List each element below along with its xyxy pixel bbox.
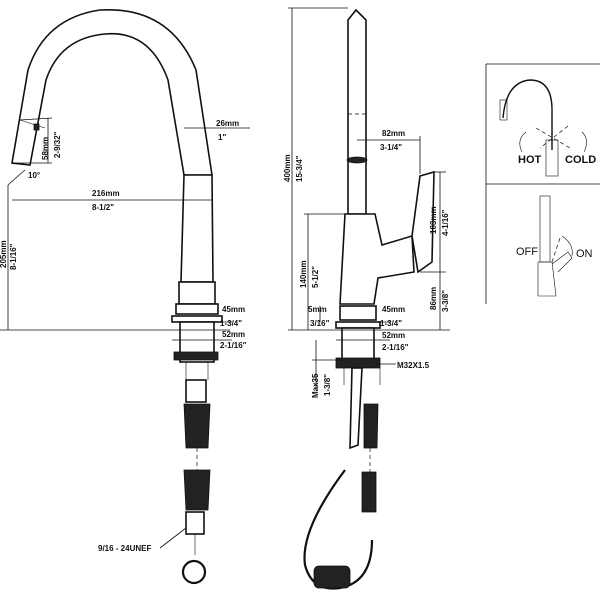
label-spray-angle: 10°: [28, 171, 40, 180]
side-lever: [411, 170, 435, 274]
side-braided-hose-top: [363, 403, 379, 449]
label-flange-dia-mm: 52mm: [222, 330, 245, 339]
front-flange: [171, 315, 223, 323]
side-spout: [347, 8, 367, 215]
label-flange-dia-in: 2-1/16": [220, 341, 247, 350]
side-view: [288, 7, 450, 590]
label-body-height-mm: 140mm: [299, 260, 308, 288]
front-view-labels: 58mm 2-9/32" 10° 26mm 1" 216mm 8-1/2" 20…: [0, 119, 247, 553]
label-base-dia-in: 1-3/4": [220, 319, 242, 328]
front-braided-hose-bottom: [183, 469, 211, 511]
legend-labels: HOT COLD OFF ON: [516, 154, 596, 260]
label-lever-height-in: 4-1/16": [441, 209, 450, 236]
spray-button: [33, 123, 40, 131]
front-body: [180, 174, 214, 283]
label-plate-in: 3/16": [310, 319, 330, 328]
arrow-on-off: [561, 235, 573, 257]
mini-lever-on: [551, 251, 573, 273]
mini-lever-cold: [539, 125, 569, 149]
front-nut: [173, 351, 219, 361]
mini-head-1: [499, 99, 508, 121]
side-shank: [341, 327, 375, 361]
label-left-height-mm: 205mm: [0, 240, 8, 268]
label-plate-mm: 5mm: [308, 305, 327, 314]
mini-body-2: [537, 261, 557, 297]
label-lever-offset-mm: 82mm: [382, 129, 405, 138]
label-base-dia-mm: 45mm: [222, 305, 245, 314]
side-braided-hose-bottom: [361, 471, 377, 513]
label-deck-max-in: 1-3/8": [323, 374, 332, 396]
front-collar: [175, 303, 219, 315]
side-collar: [339, 305, 377, 321]
arrow-hot: [519, 131, 527, 153]
label-cold: COLD: [565, 154, 596, 166]
side-flange: [335, 321, 381, 329]
label-spout-width-mm: 26mm: [216, 119, 239, 128]
mini-body-1: [545, 139, 559, 177]
label-side-flange-dia-mm: 52mm: [382, 331, 405, 340]
mini-lever-off: [551, 237, 561, 263]
mini-spout-1: [502, 79, 553, 150]
label-deck-max-mm: Max35: [311, 373, 320, 398]
angle-arc: [7, 169, 26, 186]
label-lever-offset-in: 3-1/4": [380, 143, 402, 152]
label-thread: M32X1.5: [397, 361, 430, 370]
label-spout-width-in: 1": [218, 133, 226, 142]
mini-spout-2: [539, 195, 551, 263]
label-left-height-in: 8-1/16": [9, 243, 18, 270]
label-reach-in: 8-1/2": [92, 203, 114, 212]
side-pull-hose: [349, 367, 363, 450]
label-head-height-in: 2-9/32": [53, 131, 62, 158]
spray-head-joint: [19, 119, 46, 129]
side-nut: [335, 357, 381, 369]
operation-legend: [485, 63, 600, 304]
front-spout: [11, 9, 213, 176]
front-view: [0, 9, 250, 585]
label-on: ON: [576, 248, 593, 260]
dim-head-top: [19, 117, 53, 121]
mini-lever-hot: [535, 127, 571, 149]
label-lever-height-mm: 103mm: [429, 206, 438, 234]
label-total-height-mm: 400mm: [283, 154, 292, 182]
label-side-flange-dia-in: 2-1/16": [382, 343, 409, 352]
side-hose-weight: [313, 565, 351, 589]
front-base: [178, 281, 216, 305]
arrow-cold: [581, 131, 587, 153]
side-body: [339, 213, 415, 305]
label-total-height-in: 15-3/4": [295, 155, 304, 182]
label-reach-mm: 216mm: [92, 189, 120, 198]
label-lever-base-mm: 86mm: [429, 287, 438, 310]
front-hose-fitting-top: [185, 379, 207, 403]
label-head-height-mm: 58mm: [41, 137, 50, 160]
label-hot: HOT: [518, 154, 542, 166]
label-side-base-dia-mm: 45mm: [382, 305, 405, 314]
front-braided-hose-top: [183, 403, 211, 449]
label-side-base-dia-in: 1-3/4": [380, 319, 402, 328]
side-view-labels: 400mm 15-3/4" 82mm 3-1/4" 103mm 4-1/16" …: [283, 129, 450, 398]
side-spout-ring: [346, 156, 368, 164]
label-body-height-in: 5-1/2": [311, 266, 320, 288]
label-hose-thread: 9/16 - 24UNEF: [98, 544, 151, 553]
side-hose-loop: [303, 469, 374, 590]
front-hose-fitting-bottom: [185, 511, 205, 535]
thread-leader: [159, 527, 187, 549]
label-off: OFF: [516, 246, 538, 258]
front-hose-loop: [181, 559, 207, 585]
label-lever-base-in: 3-3/8": [441, 290, 450, 312]
